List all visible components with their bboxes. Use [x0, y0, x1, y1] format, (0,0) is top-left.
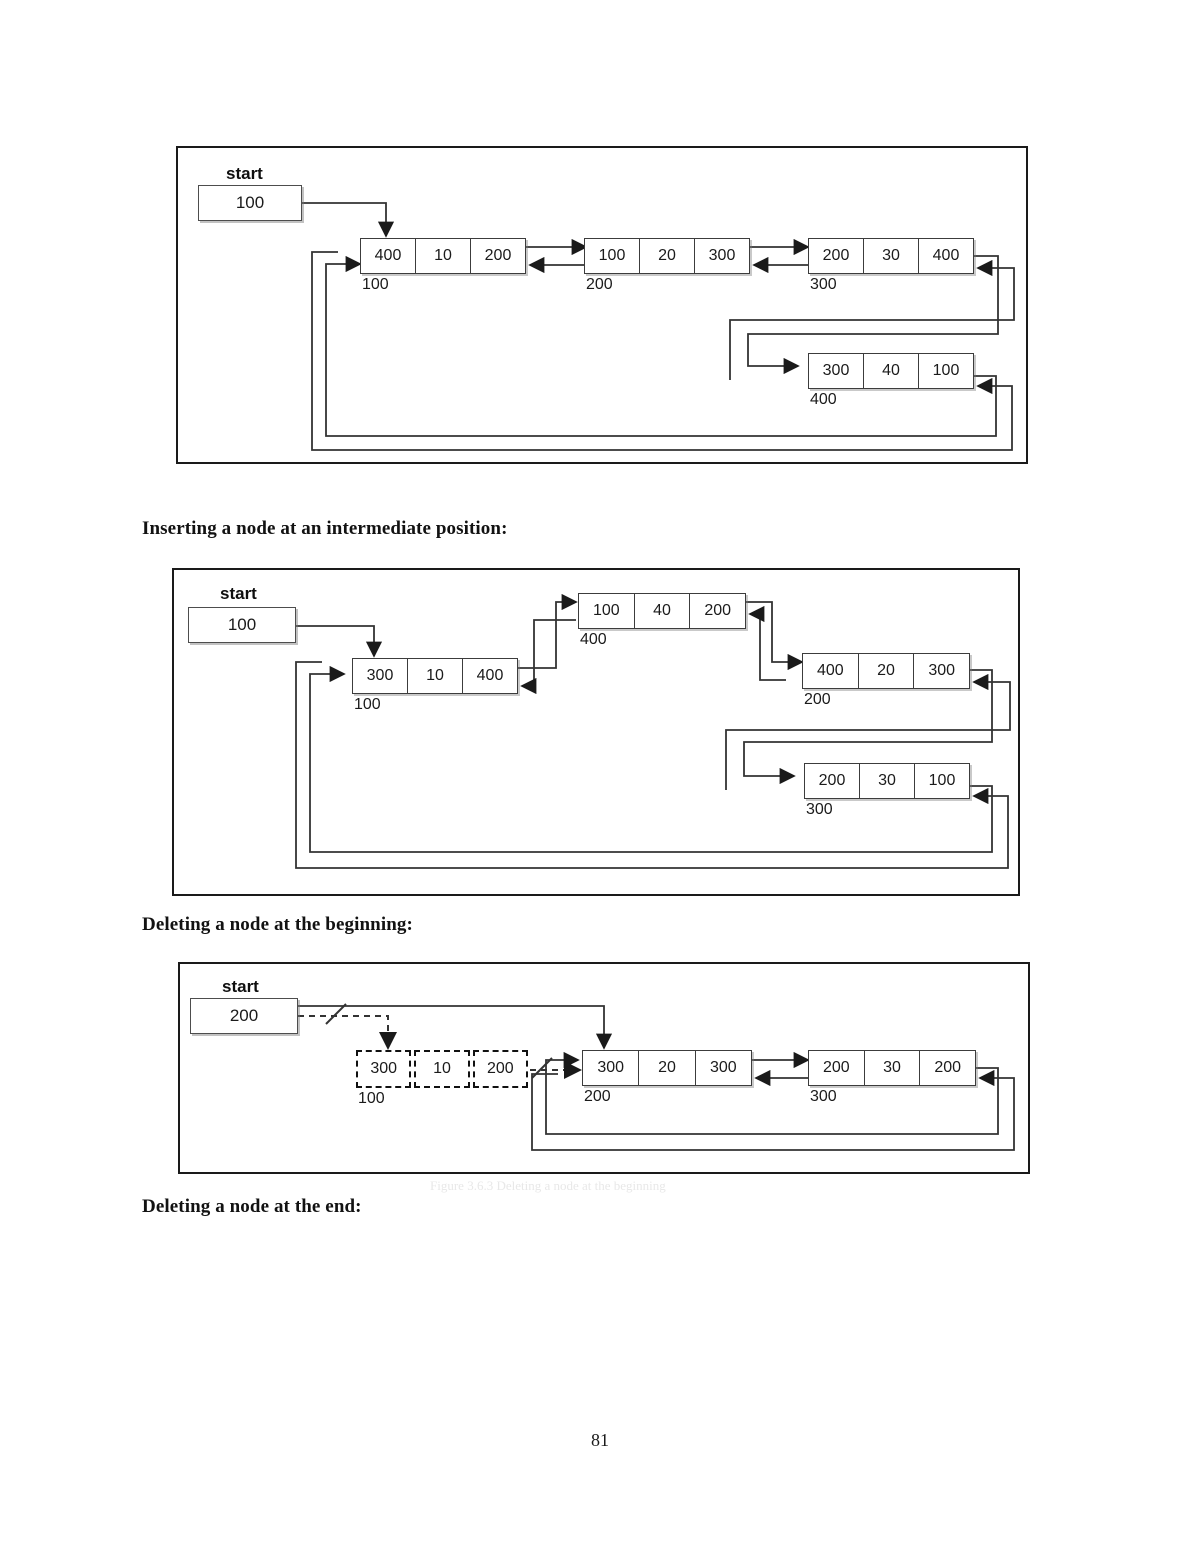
diagram1-node-100: 400 10 200	[360, 238, 526, 274]
diagram3-node-200: 300 20 300	[582, 1050, 752, 1086]
node-prev: 100	[579, 594, 635, 628]
node-next: 300	[708, 247, 736, 264]
node-next: 400	[476, 667, 504, 684]
diagram3-node-address-300: 300	[810, 1088, 837, 1105]
node-next: 300	[709, 1059, 737, 1076]
diagram1-node-300: 200 30 400	[808, 238, 974, 274]
node-prev: 300	[356, 1050, 412, 1088]
node-next: 100	[932, 362, 960, 379]
node-next: 200	[472, 1050, 528, 1088]
node-prev: 400	[361, 239, 416, 273]
figure-caption-faint: Figure 3.6.3 Deleting a node at the begi…	[430, 1178, 666, 1193]
cut-link-slash-1	[325, 1003, 347, 1025]
node-prev: 200	[805, 764, 860, 798]
node-data: 20	[640, 239, 695, 273]
diagram3-start-label: start	[222, 977, 259, 996]
diagram3-connectors	[298, 1003, 1015, 1151]
diagram1-node-address-200: 200	[586, 276, 613, 293]
node-data: 40	[635, 594, 691, 628]
node-prev: 300	[353, 659, 408, 693]
node-data: 10	[414, 1050, 470, 1088]
diagram2-connectors	[295, 593, 1011, 869]
diagram2-node-100: 300 10 400	[352, 658, 518, 694]
node-prev: 300	[583, 1051, 640, 1085]
diagram2-node-address-100: 100	[354, 696, 381, 713]
diagram2-start-label: start	[220, 584, 257, 603]
diagram1-node-address-100: 100	[362, 276, 389, 293]
diagram1-start-box: 100	[198, 185, 302, 221]
diagram-insert-at-end-frame: start 100 400 10 200 100 100 20 300 200 …	[176, 146, 1028, 464]
cut-link-slash-2	[531, 1057, 553, 1079]
diagram2-node-300: 200 30 100	[804, 763, 970, 799]
diagram-insert-intermediate-frame: start 100 300 10 400 100 100 40 200 400 …	[172, 568, 1020, 896]
node-next: 300	[928, 662, 956, 679]
diagram1-node-address-400: 400	[810, 391, 837, 408]
node-prev: 400	[803, 654, 859, 688]
diagram1-node-200: 100 20 300	[584, 238, 750, 274]
node-data: 30	[864, 239, 919, 273]
node-prev: 300	[809, 354, 864, 388]
diagram-delete-at-beginning-frame: start 200 300 10 200 100 300 20 300 200 …	[178, 962, 1030, 1174]
node-data: 40	[864, 354, 919, 388]
diagram2-node-address-400: 400	[580, 631, 607, 648]
diagram3-node-300: 200 30 200	[808, 1050, 976, 1086]
page-number: 81	[591, 1430, 609, 1450]
heading-insert-intermediate: Inserting a node at an intermediate posi…	[142, 518, 508, 539]
diagram3-node-100-deleted: 300 10 200	[356, 1050, 528, 1088]
heading-delete-end: Deleting a node at the end:	[142, 1196, 362, 1217]
diagram2-start-box: 100	[188, 607, 296, 643]
node-next: 400	[932, 247, 960, 264]
node-data: 20	[859, 654, 915, 688]
diagram1-node-400: 300 40 100	[808, 353, 974, 389]
node-data: 10	[408, 659, 463, 693]
node-prev: 200	[809, 1051, 865, 1085]
node-prev: 200	[809, 239, 864, 273]
node-data: 30	[860, 764, 915, 798]
diagram2-node-200: 400 20 300	[802, 653, 970, 689]
diagram2-node-address-300: 300	[806, 801, 833, 818]
diagram3-start-box: 200	[190, 998, 298, 1034]
node-next: 200	[704, 602, 732, 619]
diagram3-node-address-100: 100	[358, 1090, 385, 1107]
node-next: 200	[934, 1059, 962, 1076]
heading-delete-beginning: Deleting a node at the beginning:	[142, 914, 413, 935]
node-next: 200	[484, 247, 512, 264]
diagram1-start-label: start	[226, 164, 263, 183]
diagram2-node-address-200: 200	[804, 691, 831, 708]
node-data: 20	[639, 1051, 696, 1085]
node-prev: 100	[585, 239, 640, 273]
diagram1-node-address-300: 300	[810, 276, 837, 293]
diagram2-node-400-inserted: 100 40 200	[578, 593, 746, 629]
diagram3-node-address-200: 200	[584, 1088, 611, 1105]
node-next: 100	[928, 772, 956, 789]
diagram1-connectors	[302, 202, 1015, 451]
node-data: 30	[865, 1051, 921, 1085]
node-data: 10	[416, 239, 471, 273]
